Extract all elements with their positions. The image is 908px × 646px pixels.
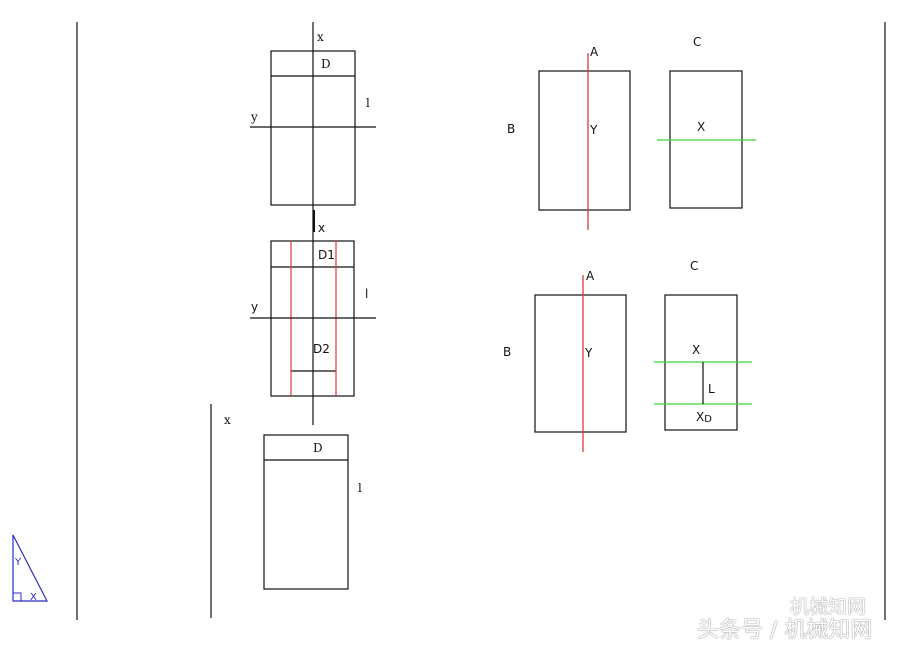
- fig3-l-label: l: [358, 481, 362, 495]
- angle-triangle: Y X: [12, 534, 48, 603]
- fig3-d-label: D: [313, 441, 323, 455]
- fig1-d-label: D: [321, 57, 331, 71]
- fig5-c-label: C: [690, 259, 698, 273]
- fig3-x-label: x: [224, 413, 231, 427]
- fig5-left-rectangle: [534, 294, 627, 433]
- fig4-a-label: A: [590, 45, 599, 59]
- watermark-logo-text: 机械知网: [790, 596, 867, 618]
- watermark-source-text: 头条号 / 机械知网: [697, 618, 873, 643]
- figure-4: A B Y C X: [507, 35, 756, 230]
- right-angle-marker: [12, 592, 22, 602]
- fig2-x-label: x: [318, 221, 325, 235]
- triangle-y-label: Y: [14, 557, 22, 568]
- fig5-xd-main: X: [696, 410, 704, 424]
- fig5-b-label: B: [503, 345, 511, 359]
- fig2-d1-label: D1: [318, 248, 335, 262]
- fig5-xd-subscript: D: [704, 414, 712, 425]
- figure-5: A B Y C X L XD: [503, 259, 752, 452]
- fig5-xd-label: XD: [696, 410, 712, 425]
- fig2-y-label: y: [251, 300, 258, 314]
- triangle-x-label: X: [30, 592, 37, 603]
- fig4-x-label: X: [697, 120, 705, 134]
- fig2-l-label: l: [365, 287, 368, 301]
- fig1-y-label: y: [250, 110, 258, 124]
- fig1-x-label: x: [317, 30, 324, 44]
- triangle-shape: [12, 534, 48, 602]
- fig4-b-label: B: [507, 122, 515, 136]
- figure-2: x y D1 D2 l: [250, 210, 376, 425]
- fig3-rectangle: [263, 434, 349, 590]
- figure-3: x D l: [210, 404, 362, 618]
- fig4-y-label: Y: [589, 123, 598, 137]
- fig1-l-label: l: [366, 96, 370, 110]
- fig5-l-label: L: [708, 382, 715, 396]
- fig4-c-label: C: [693, 35, 701, 49]
- fig5-a-label: A: [586, 269, 595, 283]
- fig4-left-rectangle: [538, 70, 631, 211]
- fig2-d2-label: D2: [313, 342, 330, 356]
- fig5-y-label: Y: [584, 346, 593, 360]
- fig5-x-label: X: [692, 343, 700, 357]
- figure-1: x y D l: [250, 22, 376, 210]
